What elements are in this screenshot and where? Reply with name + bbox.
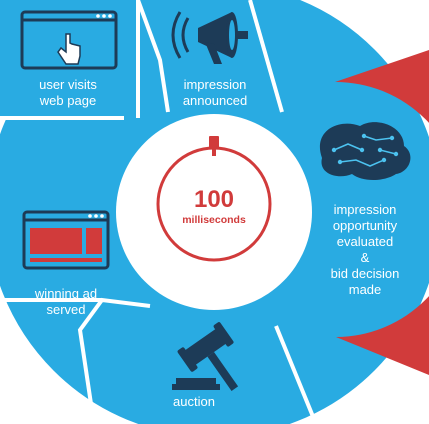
step-label-user-visits: user visits web page (39, 77, 97, 108)
browser-ad-icon (22, 210, 110, 270)
stopwatch-icon (156, 136, 272, 262)
megaphone-icon (171, 11, 248, 64)
step-label-evaluation: impression opportunity evaluated & bid d… (330, 202, 400, 297)
timer-unit: milliseconds (182, 214, 246, 226)
timer-value: 100 (193, 186, 235, 213)
segment-dividers (0, 0, 316, 424)
center-hub (116, 114, 312, 310)
segment-evaluation (335, 50, 429, 375)
step-label-winning-ad: winning ad served (34, 286, 98, 317)
gavel-icon (172, 322, 239, 391)
brain-circuit-icon (319, 122, 411, 180)
step-label-auction: auction (173, 394, 215, 409)
browser-click-icon (20, 10, 118, 70)
step-label-impression-announced: impression announced (182, 77, 248, 108)
